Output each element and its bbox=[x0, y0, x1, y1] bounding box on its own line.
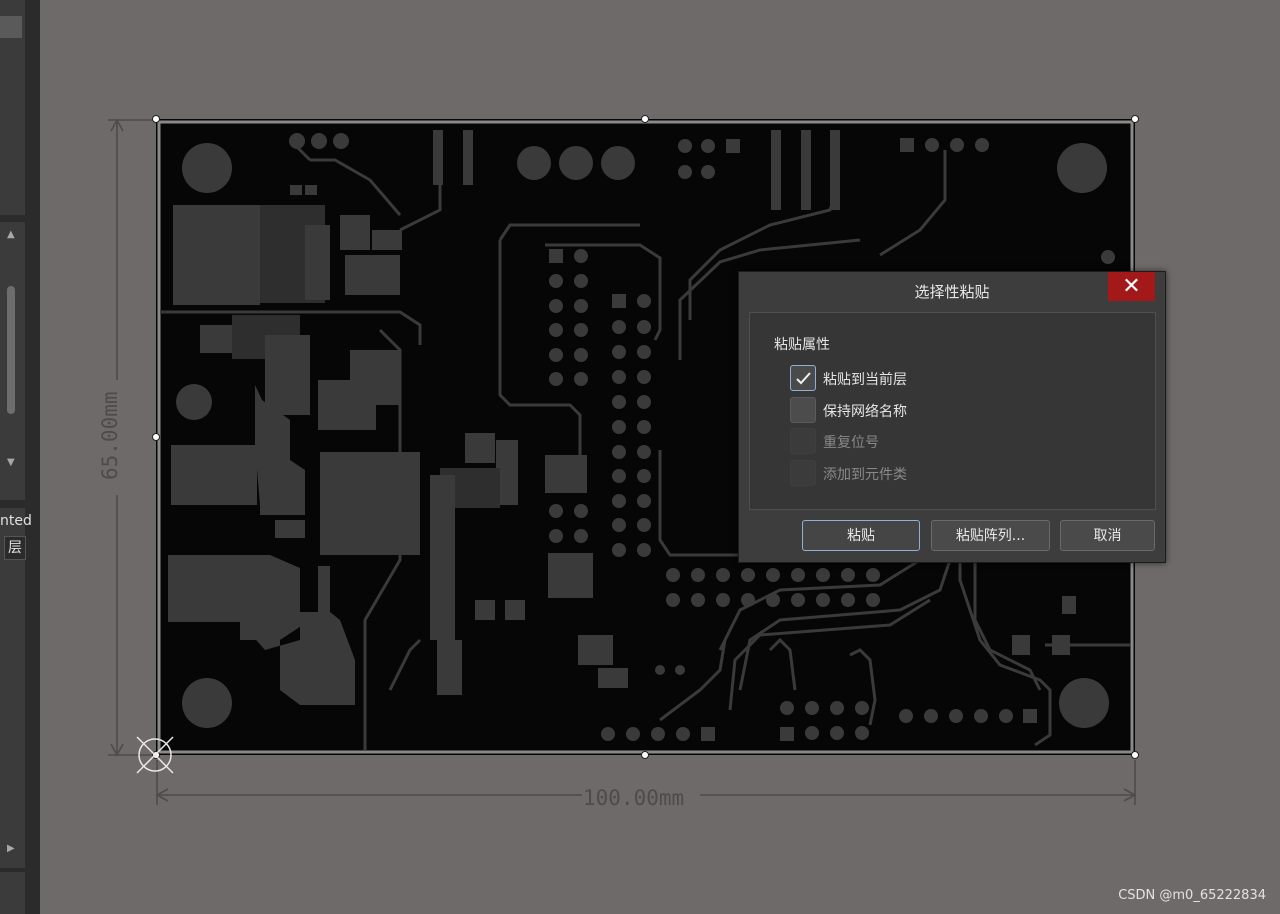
panel-partial-label: nted bbox=[0, 513, 32, 529]
checkbox-paste-current-layer[interactable] bbox=[790, 365, 816, 391]
option-label: 粘贴到当前层 bbox=[823, 372, 907, 388]
scroll-down-icon[interactable]: ▼ bbox=[7, 457, 15, 468]
expand-arrow-icon[interactable]: ▶ bbox=[7, 843, 15, 854]
option-label: 重复位号 bbox=[823, 435, 879, 451]
origin-marker-icon bbox=[136, 736, 174, 774]
left-side-panel: ▲ ▼ ▶ nted 层 bbox=[0, 0, 40, 914]
paste-button[interactable]: 粘贴 bbox=[802, 520, 920, 551]
checkbox-duplicate-designator bbox=[790, 428, 816, 454]
option-label: 保持网络名称 bbox=[823, 404, 907, 420]
paste-array-button[interactable]: 粘贴阵列... bbox=[931, 520, 1050, 551]
copper-features bbox=[168, 130, 1115, 741]
option-label: 添加到元件类 bbox=[823, 467, 907, 483]
panel-section-footer bbox=[0, 872, 25, 914]
panel-section-bottom: ▶ bbox=[0, 508, 25, 868]
checkbox-keep-net-name[interactable] bbox=[790, 397, 816, 423]
group-title: 粘贴属性 bbox=[774, 337, 830, 353]
panel-tab[interactable] bbox=[0, 16, 22, 38]
close-button[interactable]: ✕ bbox=[1108, 272, 1155, 301]
watermark: CSDN @m0_65222834 bbox=[1118, 888, 1266, 903]
dialog-title: 选择性粘贴 bbox=[914, 283, 990, 301]
cancel-button[interactable]: 取消 bbox=[1060, 520, 1155, 551]
copper-traces bbox=[160, 138, 1130, 750]
paste-special-dialog: 选择性粘贴 ✕ 粘贴属性 粘贴到当前层 保持网络名称 重复位号 添加到元件类 粘… bbox=[738, 271, 1166, 563]
layer-button[interactable]: 层 bbox=[4, 536, 26, 560]
scroll-up-icon[interactable]: ▲ bbox=[7, 229, 15, 240]
checkbox-add-to-component-class bbox=[790, 460, 816, 486]
close-icon: ✕ bbox=[1122, 274, 1141, 299]
checkmark-icon bbox=[796, 372, 811, 385]
scrollbar-thumb[interactable] bbox=[7, 286, 15, 414]
dimension-width-label: 100.00mm bbox=[583, 786, 685, 810]
panel-section-top bbox=[0, 0, 25, 215]
dimension-lines bbox=[108, 118, 1137, 805]
dimension-height-label: 65.00mm bbox=[98, 391, 122, 480]
paste-attributes-group: 粘贴属性 粘贴到当前层 保持网络名称 重复位号 添加到元件类 bbox=[749, 312, 1156, 510]
